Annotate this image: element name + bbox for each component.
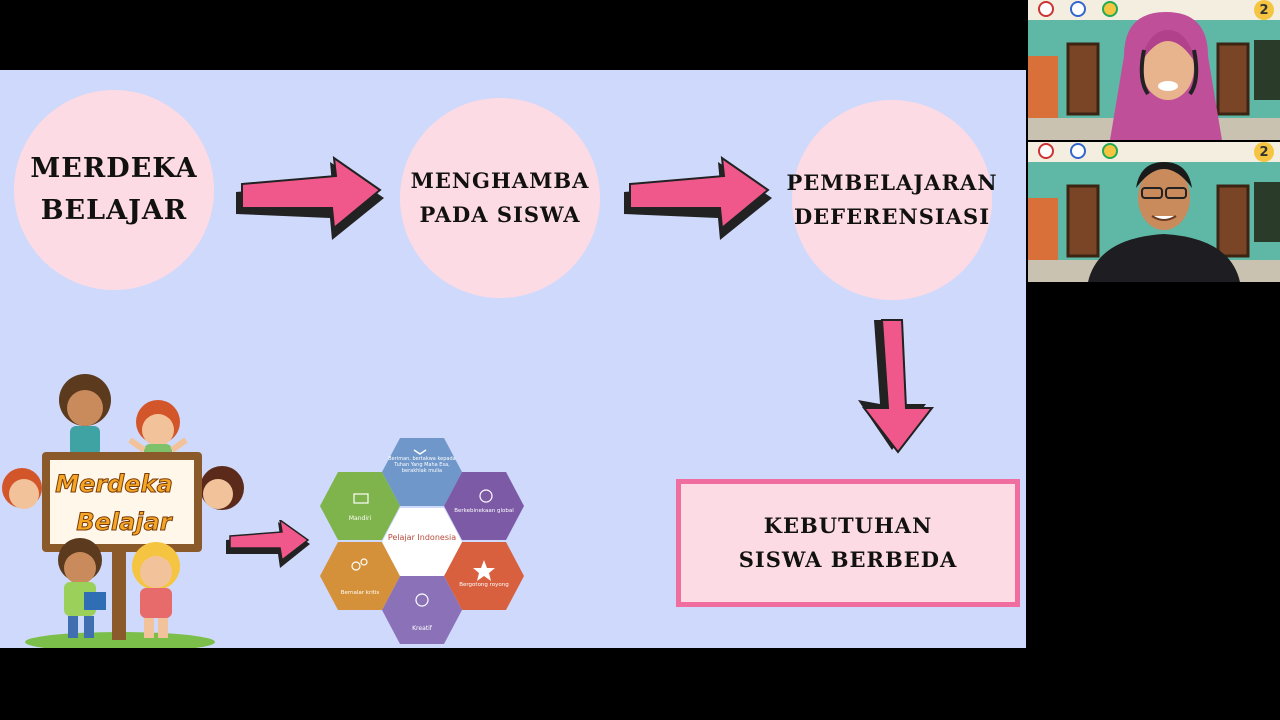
hex-bottom-right-label: Bergotong royong (459, 582, 509, 588)
logo-icon (1070, 1, 1086, 17)
arrow-right-icon (624, 156, 772, 240)
sign-line2: Belajar (76, 508, 173, 536)
participant-badge: 2 (1254, 0, 1274, 20)
circle-merdeka-belajar: MERDEKA BELAJAR (14, 90, 214, 290)
globe-icon (479, 489, 493, 503)
circle2-line1: MENGHAMBA (410, 168, 590, 193)
star-people-icon (473, 560, 495, 581)
monitor-icon (353, 493, 369, 504)
hex-top-label: Beriman, bertakwa kepada Tuhan Yang Maha… (388, 456, 456, 474)
circle2-line2: PADA SISWA (419, 202, 581, 227)
lightbulb-icon (415, 593, 429, 607)
video-tile-participant-1[interactable]: 2 (1028, 0, 1280, 140)
circle1-line1: MERDEKA (30, 153, 198, 184)
circle3-line1: PEMBELAJARAN (786, 170, 998, 195)
logo-icon (1038, 143, 1054, 159)
hex-top-left-label: Mandiri (349, 515, 372, 522)
logo-icon (1070, 143, 1086, 159)
profil-pelajar-hexagon-diagram: Pelajar Indonesia Beriman, bertakwa kepa… (320, 438, 524, 644)
circle3-line2: DEFERENSIASI (793, 204, 991, 229)
arrow-down-icon (858, 319, 935, 454)
logo-icon (1038, 1, 1054, 17)
hex-bottom-left-label: Bernalar kritis (341, 590, 380, 596)
arrow-right-icon (236, 156, 384, 240)
kebutuhan-siswa-berbeda-box: KEBUTUHAN SISWA BERBEDA (676, 479, 1020, 607)
circle-menghamba-pada-siswa: MENGHAMBA PADA SISWA (400, 98, 600, 298)
presentation-slide: MERDEKA BELAJAR MENGHAMBA PADA SISWA PEMBE… (0, 70, 1026, 648)
hex-top-right-label: Berkebinekaan global (454, 508, 514, 514)
kids-illustration: Merdeka Belajar (2, 374, 244, 648)
hex-bottom-label: Kreatif (412, 625, 433, 632)
participant-badge: 2 (1254, 142, 1274, 162)
sign-line1: Merdeka (55, 470, 173, 498)
logo-icon (1102, 1, 1118, 17)
box-line2: SISWA BERBEDA (738, 547, 958, 572)
box-line1: KEBUTUHAN (763, 513, 933, 538)
arrow-right-small-icon (226, 520, 310, 568)
circle1-line2: BELAJAR (40, 195, 188, 226)
video-tile-participant-2[interactable]: 2 (1028, 142, 1280, 282)
logo-icon (1102, 143, 1118, 159)
handshake-icon (413, 449, 427, 455)
circle-pembelajaran-deferensiasi: PEMBELAJARAN DEFERENSIASI (786, 100, 997, 300)
hex-center-label: Pelajar Indonesia (388, 533, 456, 542)
gears-icon (351, 561, 361, 571)
